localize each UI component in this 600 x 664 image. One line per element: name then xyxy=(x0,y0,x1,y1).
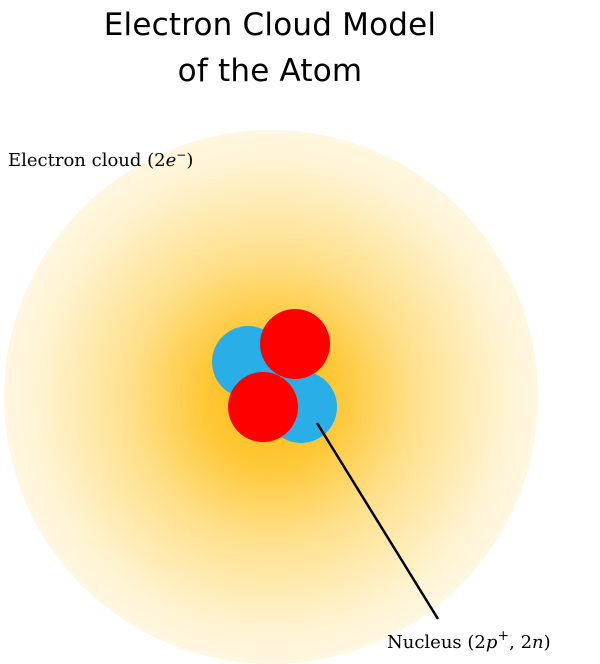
nucleus-label-text: Nucleus (2 xyxy=(387,632,486,653)
electron-cloud-label: Electron cloud (2e−) xyxy=(8,148,194,171)
title-line-1: Electron Cloud Model xyxy=(103,7,437,43)
electron-cloud-label-close: ) xyxy=(186,150,194,171)
proton-upper-right xyxy=(260,309,330,379)
electron-charge: − xyxy=(176,148,187,162)
title-line-2: of the Atom xyxy=(177,53,363,89)
proton-lower-left xyxy=(228,372,298,442)
neutron-symbol: n xyxy=(532,632,544,653)
electron-cloud-label-text: Electron cloud (2 xyxy=(8,150,166,171)
diagram-title: Electron Cloud Model of the Atom xyxy=(0,2,540,94)
proton-charge: + xyxy=(497,628,510,644)
nucleus-label-mid: , 2 xyxy=(509,632,533,653)
nucleus-label-close: ) xyxy=(543,632,551,653)
nucleus-leader-line xyxy=(315,422,440,620)
electron-symbol: e xyxy=(165,150,177,171)
proton-symbol: p xyxy=(485,632,498,653)
nucleus-label: Nucleus (2p+, 2n) xyxy=(387,629,551,653)
